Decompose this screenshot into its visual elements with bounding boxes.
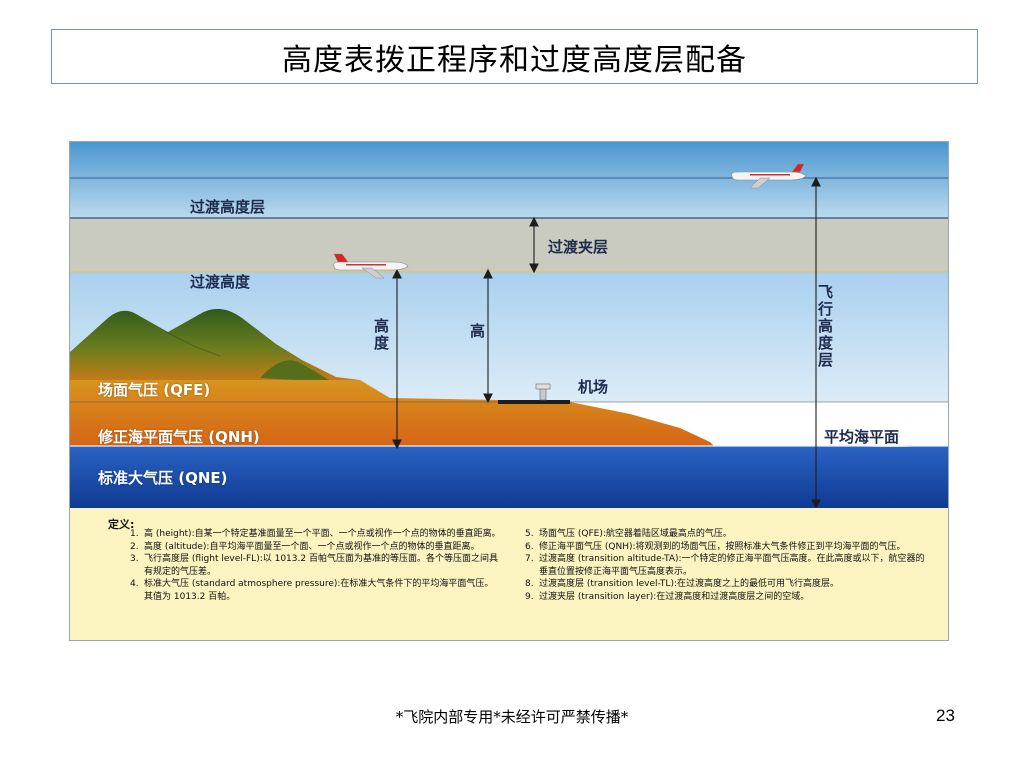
slide-title-box: 高度表拨正程序和过度高度层配备 — [51, 29, 978, 84]
aircraft-high — [731, 163, 807, 189]
definition-item: 3.飞行高度层 (flight level-FL):以 1013.2 百帕气压面… — [130, 554, 498, 577]
diagram-graphics — [70, 142, 948, 510]
definitions-heading: 定义: — [108, 518, 135, 531]
label-mean-sea-level: 平均海平面 — [824, 428, 900, 446]
label-airport: 机场 — [578, 378, 609, 396]
label-flight-level-vertical: 飞行高度层 — [817, 283, 833, 369]
label-transition-altitude: 过渡高度 — [190, 273, 251, 291]
label-qfe: 场面气压 (QFE) — [98, 381, 211, 399]
label-altitude-vertical: 高度 — [373, 317, 389, 352]
slide-title: 高度表拨正程序和过度高度层配备 — [282, 42, 747, 78]
label-transition-layer: 过渡夹层 — [548, 238, 609, 256]
definitions-left-column: 1.高 (height):自某一个特定基准面量至一个平面、一个点或视作一个点的物… — [130, 528, 502, 604]
label-qnh: 修正海平面气压 (QNH) — [98, 428, 260, 446]
control-tower — [539, 387, 547, 401]
page-number: 23 — [936, 706, 955, 725]
definition-item: 2.高度 (altitude):自平均海平面量至一个面、一个点或视作一个点的物体… — [130, 541, 480, 552]
label-height: 高 — [470, 322, 486, 340]
definition-item: 6.修正海平面气压 (QNH):将观测到的场面气压，按照标准大气条件修正到平均海… — [525, 541, 906, 552]
aircraft-low — [333, 253, 409, 279]
definition-item: 4.标准大气压 (standard atmosphere pressure):在… — [130, 579, 494, 602]
upper-sky — [70, 142, 948, 218]
definition-item: 9.过渡夹层 (transition layer):在过渡高度和过渡高度层之间的… — [525, 591, 810, 602]
sea — [70, 446, 948, 508]
label-transition-level: 过渡高度层 — [190, 198, 266, 216]
definition-item: 1.高 (height):自某一个特定基准面量至一个平面、一个点或视作一个点的物… — [130, 529, 501, 539]
label-qne: 标准大气压 (QNE) — [98, 469, 228, 487]
definition-item: 5.场面气压 (QFE):航空器着陆区域最高点的气压。 — [525, 529, 732, 539]
altimeter-diagram: 过渡高度层 过渡夹层 过渡高度 高度 高 机场 飞行高度层 平均海平面 场面气压… — [69, 141, 949, 641]
runway — [498, 400, 570, 404]
definitions-panel: 定义: 1.高 (height):自某一个特定基准面量至一个平面、一个点或视作一… — [70, 508, 948, 640]
slide-footer: *飞院内部专用*未经许可严禁传播* — [395, 708, 629, 726]
terrain-ground — [70, 380, 714, 446]
transition-layer-band — [70, 218, 948, 272]
definitions-right-column: 5.场面气压 (QFE):航空器着陆区域最高点的气压。 6.修正海平面气压 (Q… — [525, 528, 925, 604]
definition-item: 8.过渡高度层 (transition level-TL):在过渡高度之上的最低… — [525, 579, 839, 590]
definition-item: 7.过渡高度 (transition altitude-TA):一个特定的修正海… — [525, 554, 925, 577]
